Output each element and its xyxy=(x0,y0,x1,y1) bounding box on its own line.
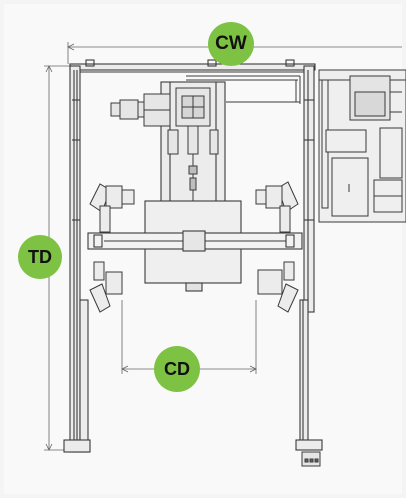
foot-plate xyxy=(301,451,321,467)
cross-bar xyxy=(87,230,303,252)
main-frame xyxy=(63,59,323,453)
cd-badge: CD xyxy=(154,346,200,392)
cw-badge: CW xyxy=(208,22,254,66)
motor-assembly xyxy=(110,87,219,210)
control-panel xyxy=(318,69,406,223)
left-clamp xyxy=(89,183,135,313)
ladle-block xyxy=(144,200,242,292)
right-clamp xyxy=(255,181,299,313)
upper-inner-frame xyxy=(186,75,301,104)
td-badge: TD xyxy=(18,235,62,279)
